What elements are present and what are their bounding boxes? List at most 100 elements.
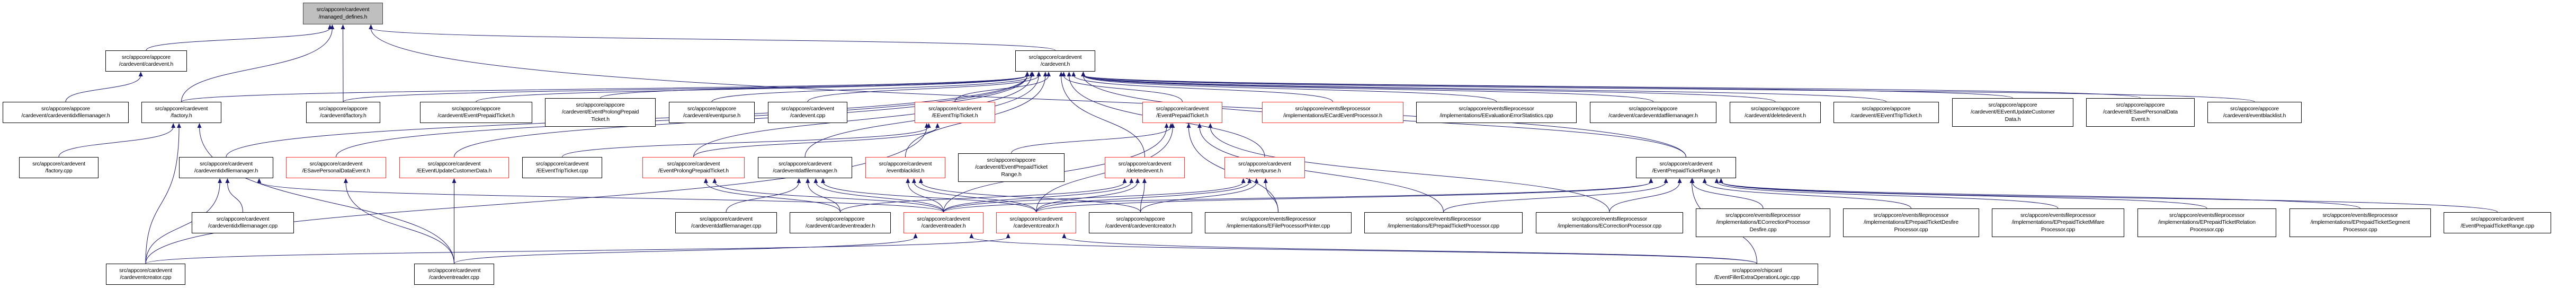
graph-node[interactable]: src/appcore/cardevent /factory.cpp — [19, 157, 99, 178]
graph-edge — [1083, 75, 1653, 102]
graph-edge — [1265, 181, 1278, 213]
graph-edge — [58, 126, 174, 158]
arrowhead-icon — [1719, 178, 1723, 183]
graph-node[interactable]: src/appcore/cardevent /cardeventidxfilem… — [179, 157, 273, 178]
graph-node[interactable]: src/appcore/cardevent /ESavePersonalData… — [286, 157, 386, 178]
graph-edge — [705, 181, 840, 213]
graph-edge — [145, 237, 1009, 264]
graph-edge — [1721, 181, 2360, 209]
graph-edge — [199, 126, 454, 264]
graph-node[interactable]: src/appcore/cardevent /EventPrepaidTicke… — [2444, 212, 2551, 233]
graph-node[interactable]: src/appcore/cardevent /cardeventdatfilem… — [758, 157, 852, 178]
graph-node[interactable]: src/appcore/eventsfileprocessor /impleme… — [1843, 208, 1979, 237]
graph-node[interactable]: src/appcore/cardevent /EventPrepaidTicke… — [1142, 102, 1222, 123]
graph-node[interactable]: src/appcore/cardevent /EventProlongPrepa… — [642, 157, 745, 178]
arrowhead-icon — [1714, 178, 1719, 183]
arrowhead-icon — [138, 72, 143, 76]
graph-edge — [943, 181, 1132, 213]
arrowhead-icon — [797, 178, 801, 183]
arrowhead-icon — [1263, 178, 1268, 183]
graph-node[interactable]: src/appcore/appcore /cardevent/deletedev… — [1730, 102, 1821, 123]
graph-edge — [1210, 126, 1610, 213]
graph-node[interactable]: src/appcore/appcore /cardevent/EventProl… — [545, 98, 656, 127]
graph-node[interactable]: src/appcore/cardevent /eventblacklist.h — [865, 157, 945, 178]
graph-node[interactable]: src/appcore/eventsfileprocessor /impleme… — [1205, 212, 1352, 233]
graph-node[interactable]: src/appcore/cardevent /deletedevent.h — [1105, 157, 1185, 178]
graph-node[interactable]: src/appcore/cardevent /EEventTripTicket.… — [915, 102, 995, 123]
graph-edge — [1011, 126, 1171, 154]
graph-node[interactable]: src/appcore/appcore /cardevent/factory.h — [306, 102, 380, 123]
graph-node[interactable]: src/appcore/chipcard /EventFillerExtraOp… — [1696, 264, 1818, 285]
arrowhead-icon — [820, 178, 825, 183]
graph-node[interactable]: src/appcore/appcore /cardevent/cardevent… — [790, 212, 891, 233]
graph-edge — [1083, 75, 1776, 102]
graph-node[interactable]: src/appcore/cardevent /cardeventcreator.… — [106, 264, 185, 285]
graph-edge — [815, 181, 944, 213]
arrowhead-icon — [1135, 178, 1140, 183]
graph-node[interactable]: src/appcore/eventsfileprocessor /impleme… — [1262, 102, 1403, 123]
graph-node[interactable]: src/appcore/cardevent /eventpurse.h — [1224, 157, 1305, 178]
graph-node[interactable]: src/appcore/eventsfileprocessor /impleme… — [1992, 208, 2124, 237]
graph-node[interactable]: src/appcore/eventsfileprocessor /impleme… — [2289, 208, 2431, 237]
arrowhead-icon — [1186, 123, 1191, 128]
graph-node[interactable]: src/appcore/cardevent /EEventUpdateCusto… — [399, 157, 509, 178]
graph-edge — [1063, 75, 1183, 102]
graph-node[interactable]: src/appcore/appcore /cardevent/cardevent… — [1590, 102, 1716, 123]
graph-node[interactable]: src/appcore/appcore /cardevent/EventPrep… — [958, 153, 1065, 182]
graph-node[interactable]: src/appcore/appcore /cardevent/eventpurs… — [669, 102, 755, 123]
arrowhead-icon — [1677, 178, 1682, 183]
graph-node[interactable]: src/appcore/appcore /cardevent/EEventUpd… — [1952, 98, 2073, 127]
graph-edge — [914, 181, 1036, 213]
graph-edge — [345, 181, 454, 264]
graph-node[interactable]: src/appcore/cardevent /cardeventdatfilem… — [675, 212, 777, 233]
graph-edge — [1083, 75, 2255, 102]
graph-edge — [1721, 181, 2498, 213]
graph-node[interactable]: src/appcore/appcore /cardevent/cardevent… — [3, 102, 129, 123]
arrowhead-icon — [341, 24, 345, 29]
graph-node-root[interactable]: src/appcore/cardevent /managed_defines.h — [303, 3, 383, 24]
graph-node[interactable]: src/appcore/cardevent /cardeventreader.c… — [414, 264, 494, 285]
graph-node[interactable]: src/appcore/eventsfileprocessor /impleme… — [2137, 208, 2276, 237]
graph-node[interactable]: src/appcore/cardevent /cardevent.cpp — [768, 102, 847, 123]
arrowhead-icon — [1025, 72, 1030, 76]
graph-edge — [920, 181, 1141, 213]
graph-edge — [907, 181, 944, 213]
graph-edge — [370, 28, 1056, 51]
arrowhead-icon — [1164, 123, 1169, 128]
graph-node[interactable]: src/appcore/appcore /cardevent/EEventTri… — [1833, 102, 1939, 123]
arrowhead-icon — [1247, 178, 1252, 183]
graph-node[interactable]: src/appcore/appcore /cardevent/eventblac… — [2207, 102, 2302, 123]
graph-node[interactable]: src/appcore/appcore /cardevent/cardevent… — [105, 50, 187, 72]
graph-edge — [1063, 237, 1757, 264]
graph-edge — [227, 181, 243, 213]
graph-node[interactable]: src/appcore/cardevent /EEventTripTicket.… — [522, 157, 602, 178]
graph-node[interactable]: src/appcore/cardevent /cardeventidxfilem… — [192, 212, 294, 233]
graph-edge — [1199, 126, 1444, 213]
graph-node[interactable]: src/appcore/cardevent /EventPrepaidTicke… — [1636, 157, 1736, 178]
graph-node[interactable]: src/appcore/eventsfileprocessor /impleme… — [1696, 208, 1830, 237]
graph-node[interactable]: src/appcore/cardevent /cardevent.h — [1015, 50, 1095, 72]
graph-edge — [1036, 181, 1651, 213]
arrowhead-icon — [703, 178, 708, 183]
graph-edge — [181, 75, 1028, 102]
graph-node[interactable]: src/appcore/appcore /cardevent/ESavePers… — [2086, 98, 2195, 127]
arrowhead-icon — [197, 123, 202, 128]
arrowhead-icon — [177, 123, 182, 128]
graph-node[interactable]: src/appcore/appcore /cardevent/EventPrep… — [420, 102, 532, 123]
graph-node[interactable]: src/appcore/eventsfileprocessor /impleme… — [1364, 212, 1523, 233]
arrowhead-icon — [935, 123, 940, 128]
graph-edge — [1083, 75, 2013, 99]
graph-edge — [145, 126, 180, 264]
graph-node[interactable]: src/appcore/eventsfileprocessor /impleme… — [1536, 212, 1683, 233]
graph-node[interactable]: src/appcore/cardevent /factory.h — [141, 102, 221, 123]
arrowhead-icon — [918, 178, 923, 183]
graph-node[interactable]: src/appcore/cardevent /cardeventcreator.… — [996, 212, 1076, 233]
arrowhead-icon — [1254, 178, 1259, 183]
graph-node[interactable]: src/appcore/cardevent /cardeventreader.h — [904, 212, 983, 233]
graph-node[interactable]: src/appcore/eventsfileprocessor /impleme… — [1416, 102, 1577, 123]
arrowhead-icon — [1241, 178, 1246, 183]
arrowhead-icon — [1129, 178, 1134, 183]
arrowhead-icon — [257, 178, 262, 183]
graph-node[interactable]: src/appcore/appcore /cardevent/cardevent… — [1089, 212, 1192, 233]
